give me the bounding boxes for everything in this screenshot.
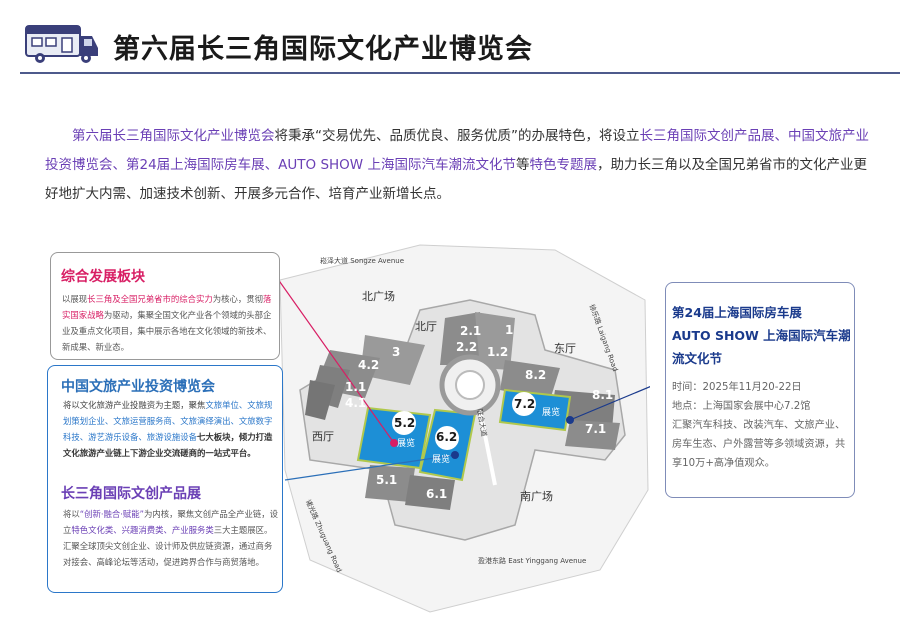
intro-expo-name: 第六届长三角国际文化产业博览会 [72, 128, 275, 144]
event-description: 汇聚汽车科技、改装汽车、文旅产业、房车生态、户外露营等多领域资源，共享10万+高… [672, 420, 846, 469]
callout-dot [451, 451, 459, 459]
hall-number: 2.2 [456, 340, 478, 354]
hall-number: 6.2 [436, 430, 458, 444]
card-info: 时间：2025年11月20-22日地点：上海国家会展中心7.2馆汇聚汽车科技、改… [672, 378, 852, 473]
card-rv-show: 第24届上海国际房车展 AUTO SHOW 上海国际汽车潮流文化节 时间：2025… [665, 282, 855, 498]
hall-north: 北厅 [415, 320, 437, 333]
hall-west: 西厅 [312, 430, 334, 443]
card-text: 为内核，聚焦文创产品全产业链，设立 [63, 509, 279, 535]
callout-line-tourism [284, 454, 456, 481]
card-title: 中国文旅产业投资博览会 [61, 379, 215, 395]
hall-number: 1.2 [487, 345, 509, 359]
hall-number: 5.1 [376, 473, 398, 487]
card-text: 以展现 [62, 294, 88, 304]
hall-number: 1.1 [345, 380, 367, 394]
card-tourism-creative: 中国文旅产业投资博览会 将以文化旅游产业投融资为主题，聚焦文旅单位、文旅规划策划… [47, 365, 283, 593]
callout-dot [390, 439, 398, 447]
plaza-south: 南广场 [520, 490, 553, 503]
hall-number: 6.1 [426, 487, 448, 501]
card-title-line: AUTO SHOW 上海国际汽车潮流文化节 [672, 328, 851, 366]
header-divider [20, 72, 900, 74]
hall-number: 7.2 [514, 397, 536, 411]
callout-dot [566, 416, 574, 424]
card-text: 七大板块，倾力打造文化旅游产业链上下游企业交流磋商的一站式平台。 [63, 432, 273, 458]
hall-number: 4.2 [358, 358, 380, 372]
page-header: 第六届长三角国际文化产业博览会 [0, 0, 905, 75]
event-place: 地点：上海国家会展中心7.2馆 [672, 401, 811, 412]
hall-number: 5.2 [394, 416, 416, 430]
card-text: 将以 [63, 509, 80, 519]
plaza-north: 北广场 [362, 290, 395, 303]
camper-van-icon [25, 25, 98, 63]
card-highlight: “创新·融合·赋能” [79, 509, 145, 519]
card-highlight: 文旅单位、文旅规划策划企业、文旅运营服务商、文旅演绎演出、文旅数字科技、游艺游乐… [63, 400, 273, 442]
intro-text: 将秉承“交易优先、品质优良、服务优质”的办展特色，将设立 [274, 128, 640, 144]
hall-number: 4.1 [345, 396, 367, 410]
card-text: 为驱动，集聚全国文化产业各个领域的头部企业及重点文化项目，集中展示各地在文化领域… [62, 310, 272, 352]
intro-special-theme: 特色专题展 [529, 157, 597, 173]
page-title: 第六届长三角国际文化产业博览会 [113, 34, 533, 65]
card-text: 将以文化旅游产业投融资为主题，聚焦 [63, 400, 206, 410]
intro-text: ，助力长三角以及全国兄弟省市的文化产业更好地扩大内需、加速技术创新、开展多元合作… [45, 157, 867, 202]
hall-number: 8.2 [525, 368, 547, 382]
hall-number: 8.1 [592, 388, 614, 402]
venue-map [274, 244, 650, 613]
card-body: 将以“创新·融合·赋能”为内核，聚焦文创产品全产业链，设立特色文化类、兴趣消费类… [63, 506, 278, 570]
road-label-north: 崧泽大道 Songze Avenue [320, 257, 405, 265]
callout-line-rv [569, 386, 650, 421]
card-body: 将以文化旅游产业投融资为主题，聚焦文旅单位、文旅规划策划企业、文旅运营服务商、文… [63, 397, 278, 461]
card-highlight: 落实国家战略 [62, 294, 272, 320]
card-title: 长三角国际文创产品展 [61, 486, 201, 502]
road-label-south: 盈港东路 East Yinggang Avenue [478, 557, 587, 565]
card-title: 第24届上海国际房车展 AUTO SHOW 上海国际汽车潮流文化节 [672, 301, 852, 370]
card-text: 三大主题展区。汇聚全球顶尖文创企业、设计师及供应链资源，通过商务对接会、高峰论坛… [63, 525, 273, 567]
intro-text: 等 [515, 157, 530, 173]
hall-number: 1 [505, 323, 514, 337]
card-comprehensive: 综合发展板块 以展现长三角及全国兄弟省市的综合实力为核心，贯彻落实国家战略为驱动… [50, 252, 280, 360]
exhibit-label: 展览 [542, 408, 561, 418]
hall-number: 7.1 [585, 422, 607, 436]
hall-east: 东厅 [554, 342, 576, 355]
card-title: 综合发展板块 [61, 269, 145, 285]
intro-exhibitions: 长三角国际文创产品展、中国文旅产业投资博览会、第24届上海国际房车展、AUTO … [45, 128, 869, 173]
hall-number: 2.1 [460, 324, 482, 338]
hall-number: 3 [392, 345, 401, 359]
card-body: 以展现长三角及全国兄弟省市的综合实力为核心，贯彻落实国家战略为驱动，集聚全国文化… [62, 291, 272, 355]
card-highlight: 特色文化类、兴趣消费类、产业服务类 [71, 525, 214, 535]
card-text: 为核心，贯彻 [212, 294, 263, 304]
card-title-line: 第24届上海国际房车展 [672, 305, 802, 320]
exhibit-label: 展览 [432, 455, 451, 465]
event-time: 时间：2025年11月20-22日 [672, 382, 802, 393]
card-highlight: 长三角及全国兄弟省市的综合实力 [87, 294, 213, 304]
exhibit-label: 展览 [397, 439, 416, 449]
intro-paragraph: 第六届长三角国际文化产业博览会将秉承“交易优先、品质优良、服务优质”的办展特色，… [45, 122, 875, 209]
callout-line-comprehensive [274, 274, 395, 444]
